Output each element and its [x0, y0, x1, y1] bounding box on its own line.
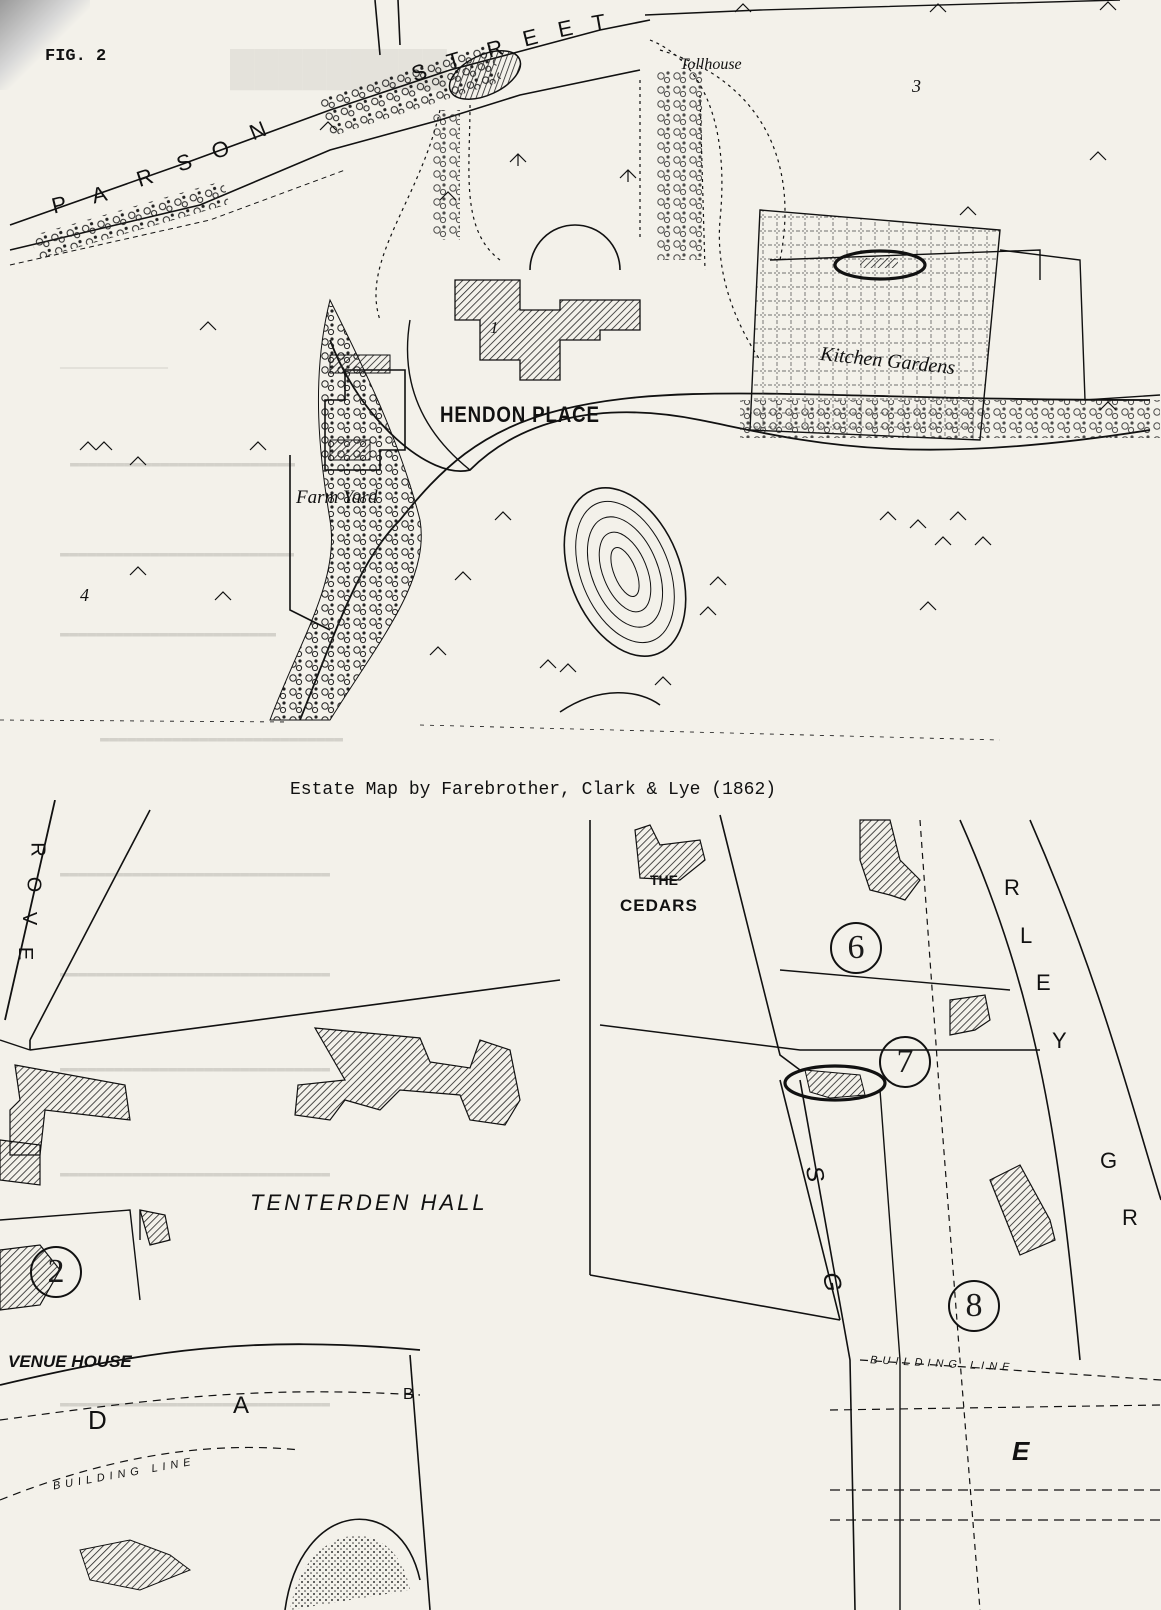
circled-number-2: 2	[30, 1246, 82, 1298]
grove-letter: E	[14, 946, 37, 961]
road-letter: A	[233, 1392, 250, 1419]
avenue-house-label: VENUE HOUSE	[8, 1352, 132, 1371]
circled-number-8: 8	[948, 1280, 1000, 1332]
bleed-through-line: ▬▬▬▬▬▬▬▬▬▬▬▬▬▬▬▬▬▬▬▬▬▬▬▬▬▬▬▬▬▬	[60, 865, 331, 882]
bleed-through-line: ▬▬▬▬▬▬▬▬▬▬▬▬▬▬▬▬▬▬▬▬▬▬▬▬▬▬	[60, 545, 295, 562]
grove-letter: V	[18, 911, 41, 926]
road-letter: E	[1012, 1436, 1030, 1466]
road-letter: D	[88, 1405, 107, 1435]
bleed-through-line: ▬▬▬▬▬▬▬▬▬▬▬▬▬▬▬▬▬▬▬▬▬▬▬▬▬▬▬▬▬▬	[60, 965, 331, 982]
upper-estate-map	[0, 0, 1161, 741]
bleed-through-line: ▬▬▬▬▬▬▬▬▬▬▬▬▬▬▬▬▬▬▬▬▬▬▬▬▬▬▬▬▬▬	[60, 1060, 331, 1077]
bleed-through-line: ▬▬▬▬▬▬▬▬▬▬▬▬▬▬▬▬▬▬▬▬▬▬▬▬▬▬▬▬▬▬	[60, 1395, 331, 1412]
road-letter: R	[1122, 1205, 1138, 1230]
site-number-1: 1	[490, 318, 499, 337]
road-letter: B	[403, 1386, 414, 1403]
lower-estate-map	[0, 800, 1161, 1610]
road-letter: L	[1020, 923, 1033, 948]
circled-number-6: 6	[830, 922, 882, 974]
bleed-through-line: ————————————	[60, 360, 169, 377]
scattered-trees	[79, 1, 1117, 686]
farm-yard-label: Farm Yard	[296, 487, 378, 508]
grove-letter: R	[26, 842, 49, 857]
bleed-through-line: ▬▬▬▬▬▬▬▬▬▬▬▬▬▬▬▬▬▬▬▬▬▬▬▬	[60, 625, 277, 642]
tenterden-hall-label: TENTERDEN HALL	[250, 1190, 488, 1215]
circled-number-7: 7	[879, 1036, 931, 1088]
map-caption: Estate Map by Farebrother, Clark & Lye (…	[290, 780, 777, 800]
site-number-3: 3	[912, 76, 921, 96]
tollhouse-label: Tollhouse	[680, 56, 742, 73]
road-letter: G	[1100, 1148, 1118, 1173]
site-number-4: 4	[80, 585, 89, 605]
grove-letter: O	[22, 876, 45, 893]
road-letter: E	[1036, 970, 1051, 995]
bleed-through-line: ▬▬▬▬▬▬▬▬▬▬▬▬▬▬▬▬▬▬▬▬▬▬▬▬▬▬▬▬▬▬	[60, 1165, 331, 1182]
the-cedars-label-the: THE	[650, 872, 678, 888]
the-cedars-label: CEDARS	[620, 896, 698, 915]
bleed-through-line: ▬▬▬▬▬▬▬▬▬▬▬▬▬▬▬▬▬▬▬▬▬▬▬▬▬▬▬	[100, 730, 344, 747]
page-corner-fold	[0, 0, 90, 90]
bleed-through-line: ▬▬▬▬▬▬▬▬▬▬▬▬▬▬▬▬▬▬▬▬▬▬▬▬▬	[70, 455, 296, 472]
road-letter: Y	[1052, 1028, 1067, 1053]
road-letter: R	[1004, 875, 1020, 900]
hendon-place-label: HENDON PLACE	[440, 402, 600, 427]
figure-label: FIG. 2	[45, 47, 107, 66]
lake-contour	[563, 487, 687, 657]
